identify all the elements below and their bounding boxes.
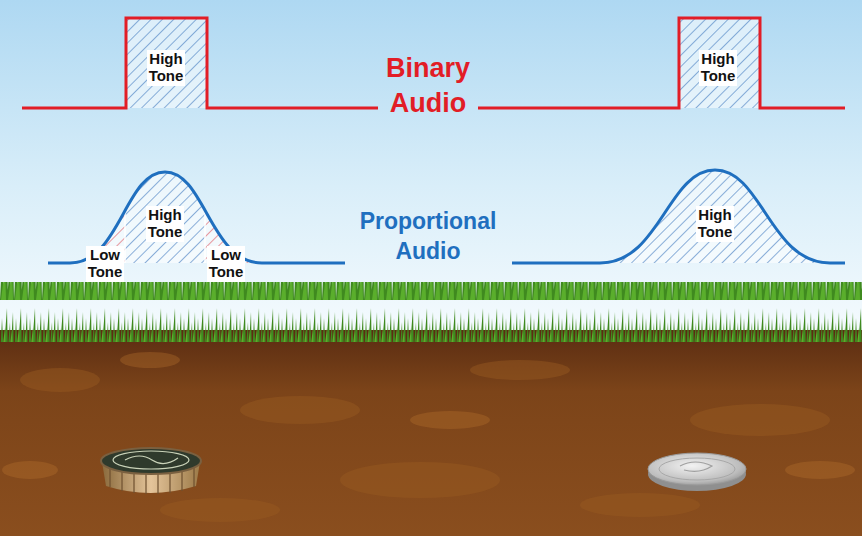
tone-label: High Tone <box>147 50 186 86</box>
tone-label: High Tone <box>699 50 738 86</box>
tone-label: Low Tone <box>86 246 125 282</box>
tone-label: High Tone <box>696 206 735 242</box>
tone-region: High Tone <box>146 206 185 242</box>
tone-region: High Tone <box>147 50 186 86</box>
tone-label: Low Tone <box>207 246 246 282</box>
waveform-title: Proportional Audio <box>360 207 497 267</box>
tone-region: Low Tone <box>207 246 246 282</box>
waveform-title: Binary Audio <box>386 51 470 121</box>
tone-label: High Tone <box>146 206 185 242</box>
tone-region: High Tone <box>696 206 735 242</box>
tone-region: High Tone <box>699 50 738 86</box>
tone-region: Low Tone <box>86 246 125 282</box>
